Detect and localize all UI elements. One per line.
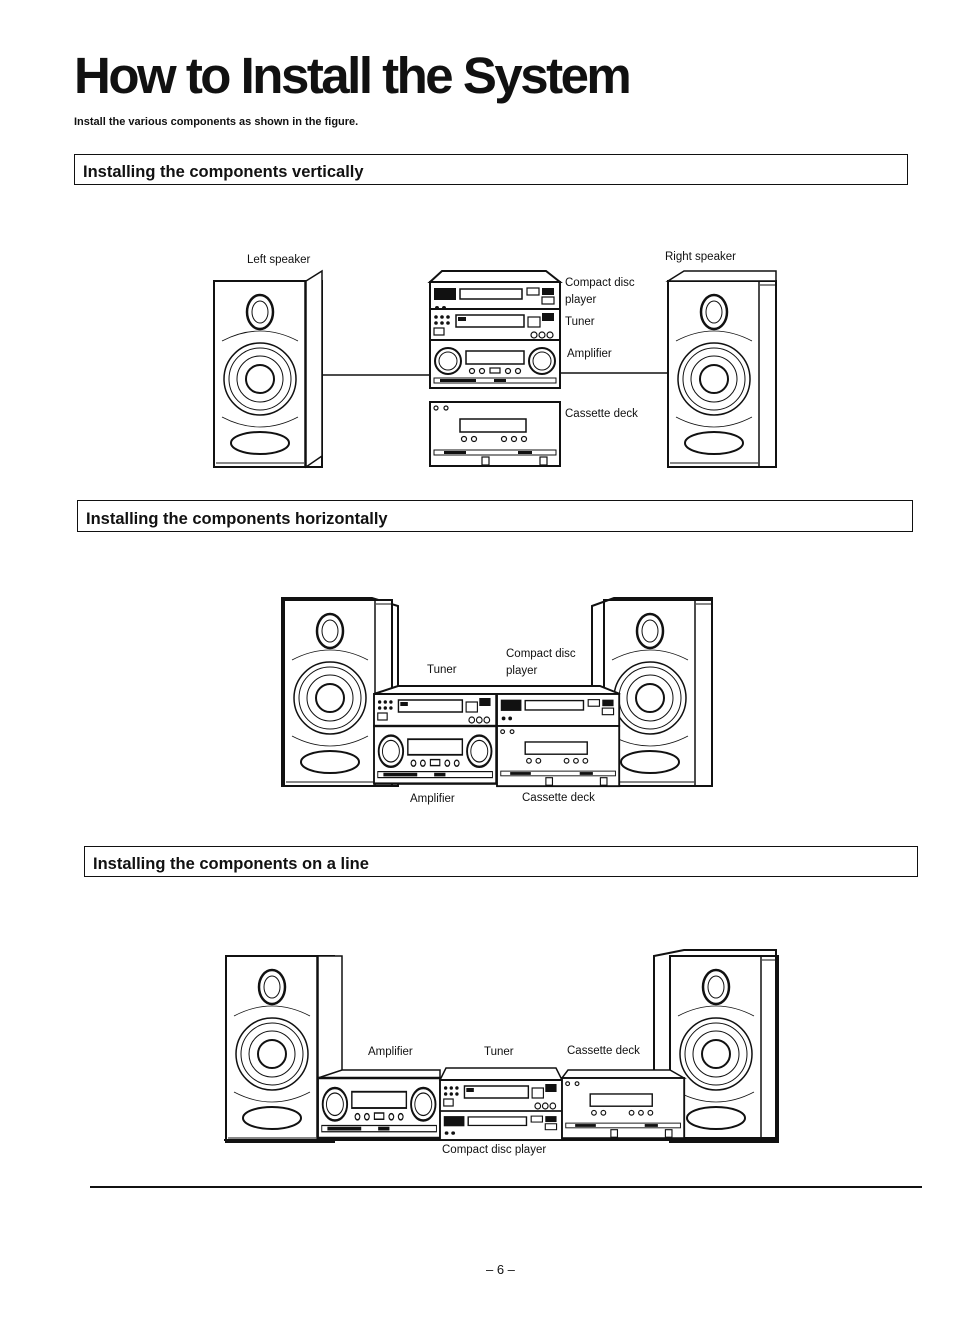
label-cassette-deck-line: Cassette deck (567, 1045, 640, 1057)
label-tuner-line: Tuner (484, 1046, 514, 1058)
section-header-horizontal: Installing the components horizontally (77, 500, 913, 532)
footer-rule (90, 1186, 922, 1188)
label-left-speaker: Left speaker (247, 254, 311, 266)
cd-player-icon-horizontal (496, 693, 621, 727)
label-amplifier: Amplifier (567, 348, 612, 360)
figure-line (224, 949, 780, 1144)
label-amplifier-line: Amplifier (368, 1046, 413, 1058)
section-heading-vertical: Installing the components vertically (83, 163, 364, 181)
cassette-deck-icon-horizontal (496, 725, 621, 788)
label-tuner-horizontal: Tuner (427, 664, 457, 676)
right-speaker-icon (666, 279, 778, 469)
intro-text: Install the various components as shown … (74, 116, 359, 128)
figure-vertical (212, 269, 778, 469)
amplifier-icon-line (316, 1076, 442, 1140)
page-title: How to Install the System (74, 47, 632, 104)
label-cd-player-line: Compact disc player (442, 1144, 547, 1156)
cassette-deck-icon-line (561, 1077, 686, 1140)
amplifier-icon (429, 339, 561, 389)
section-heading-horizontal: Installing the components horizontally (86, 510, 388, 528)
cd-player-icon-line (439, 1110, 564, 1141)
label-cassette-deck: Cassette deck (565, 408, 638, 420)
figure-horizontal (281, 597, 714, 788)
section-heading-line: Installing the components on a line (93, 855, 369, 873)
section-header-line: Installing the components on a line (84, 846, 918, 877)
tuner-icon-line (439, 1079, 564, 1113)
label-cd-player: Compact disc player (565, 277, 635, 306)
label-amplifier-horizontal: Amplifier (410, 793, 455, 805)
amplifier-icon-horizontal (372, 724, 498, 785)
cassette-deck-icon (429, 401, 561, 467)
tuner-icon-horizontal (373, 693, 498, 727)
label-tuner: Tuner (565, 316, 595, 328)
page-number: – 6 – (486, 1262, 515, 1277)
label-right-speaker: Right speaker (665, 251, 736, 263)
section-header-vertical: Installing the components vertically (74, 154, 908, 185)
label-cd-player-horizontal: Compact disc player (506, 648, 576, 677)
label-cassette-deck-horizontal: Cassette deck (522, 792, 595, 804)
tuner-icon (429, 308, 561, 342)
